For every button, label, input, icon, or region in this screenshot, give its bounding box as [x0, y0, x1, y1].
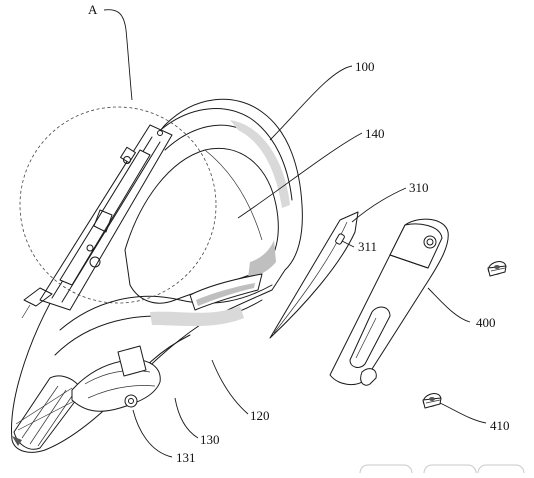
neck-assembly: [71, 345, 161, 412]
nozzle-tip: [12, 375, 83, 450]
reference-labels: A 100 140 310 311 400 410 120 130 131: [88, 2, 510, 465]
label-311: 311: [358, 239, 377, 254]
detail-a-mechanism: [19, 106, 217, 319]
label-400: 400: [476, 315, 496, 330]
screw-410: [422, 393, 442, 409]
main-body: [11, 98, 303, 453]
label-140: 140: [365, 126, 385, 141]
screw-410-a: [487, 261, 507, 277]
label-a: A: [88, 2, 98, 17]
label-130: 130: [200, 432, 220, 447]
blade-holder-400: [329, 218, 449, 386]
toolbar-pill-right[interactable]: [477, 464, 525, 478]
label-310: 310: [409, 180, 429, 195]
blade-hole: [335, 233, 345, 245]
label-410: 410: [490, 418, 510, 433]
label-131: 131: [176, 450, 196, 465]
toolbar-pill-left[interactable]: [359, 464, 413, 478]
blade-310: [269, 211, 359, 339]
leader-lines: [103, 9, 487, 458]
label-100: 100: [355, 59, 375, 74]
toolbar-pill-middle[interactable]: [423, 464, 477, 478]
label-120: 120: [250, 408, 270, 423]
